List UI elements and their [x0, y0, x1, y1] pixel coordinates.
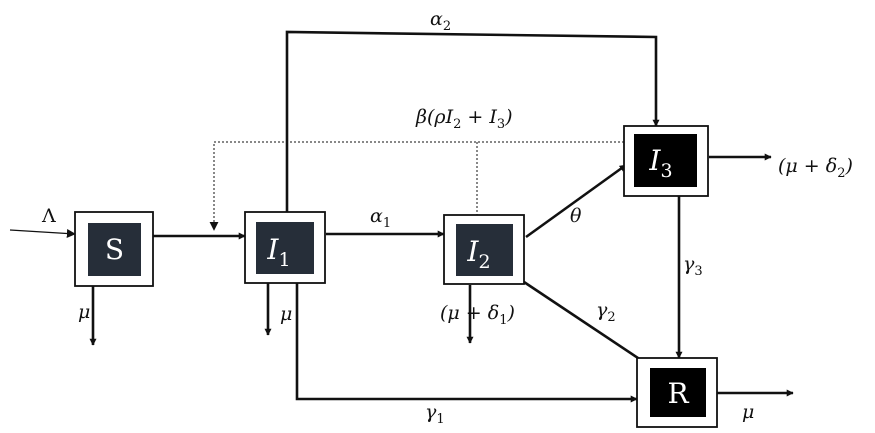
gamma2-label: γ2	[596, 299, 616, 325]
i2-to-r-arrow	[523, 280, 648, 366]
node-i3: I3	[623, 125, 709, 197]
alpha2-label: α2	[430, 8, 451, 34]
gamma1-label: γ1	[425, 401, 445, 427]
gamma3-label: γ3	[683, 253, 703, 279]
i1-death-label: μ	[280, 303, 292, 325]
infection-feedback-line	[209, 141, 624, 231]
node-i2-label: I2	[466, 235, 490, 273]
recruitment-arrow	[9, 229, 76, 238]
node-i3-label: I3	[648, 144, 672, 182]
alpha1-label: α1	[370, 205, 391, 231]
i1-to-r-arrow	[295, 283, 638, 403]
i3-out-label: (μ + δ2)	[778, 155, 853, 181]
s-death-label: μ	[78, 301, 90, 323]
node-i1: I1	[244, 211, 326, 284]
theta-label: θ	[570, 205, 582, 227]
node-i1-label: I1	[266, 233, 290, 271]
node-s: S	[74, 211, 154, 287]
i1-to-i3-arrow	[285, 30, 660, 212]
infection-label: β(ρI2 + I3)	[415, 106, 513, 132]
i2-out-label: (μ + δ1)	[440, 302, 515, 328]
recruitment-label: Λ	[41, 205, 56, 227]
node-s-label: S	[105, 233, 124, 266]
node-i2: I2	[443, 214, 525, 285]
i2-to-i3-arrow	[525, 163, 627, 239]
r-death-label: μ	[742, 401, 754, 423]
node-r-label: R	[667, 377, 689, 410]
node-r: R	[636, 357, 718, 428]
